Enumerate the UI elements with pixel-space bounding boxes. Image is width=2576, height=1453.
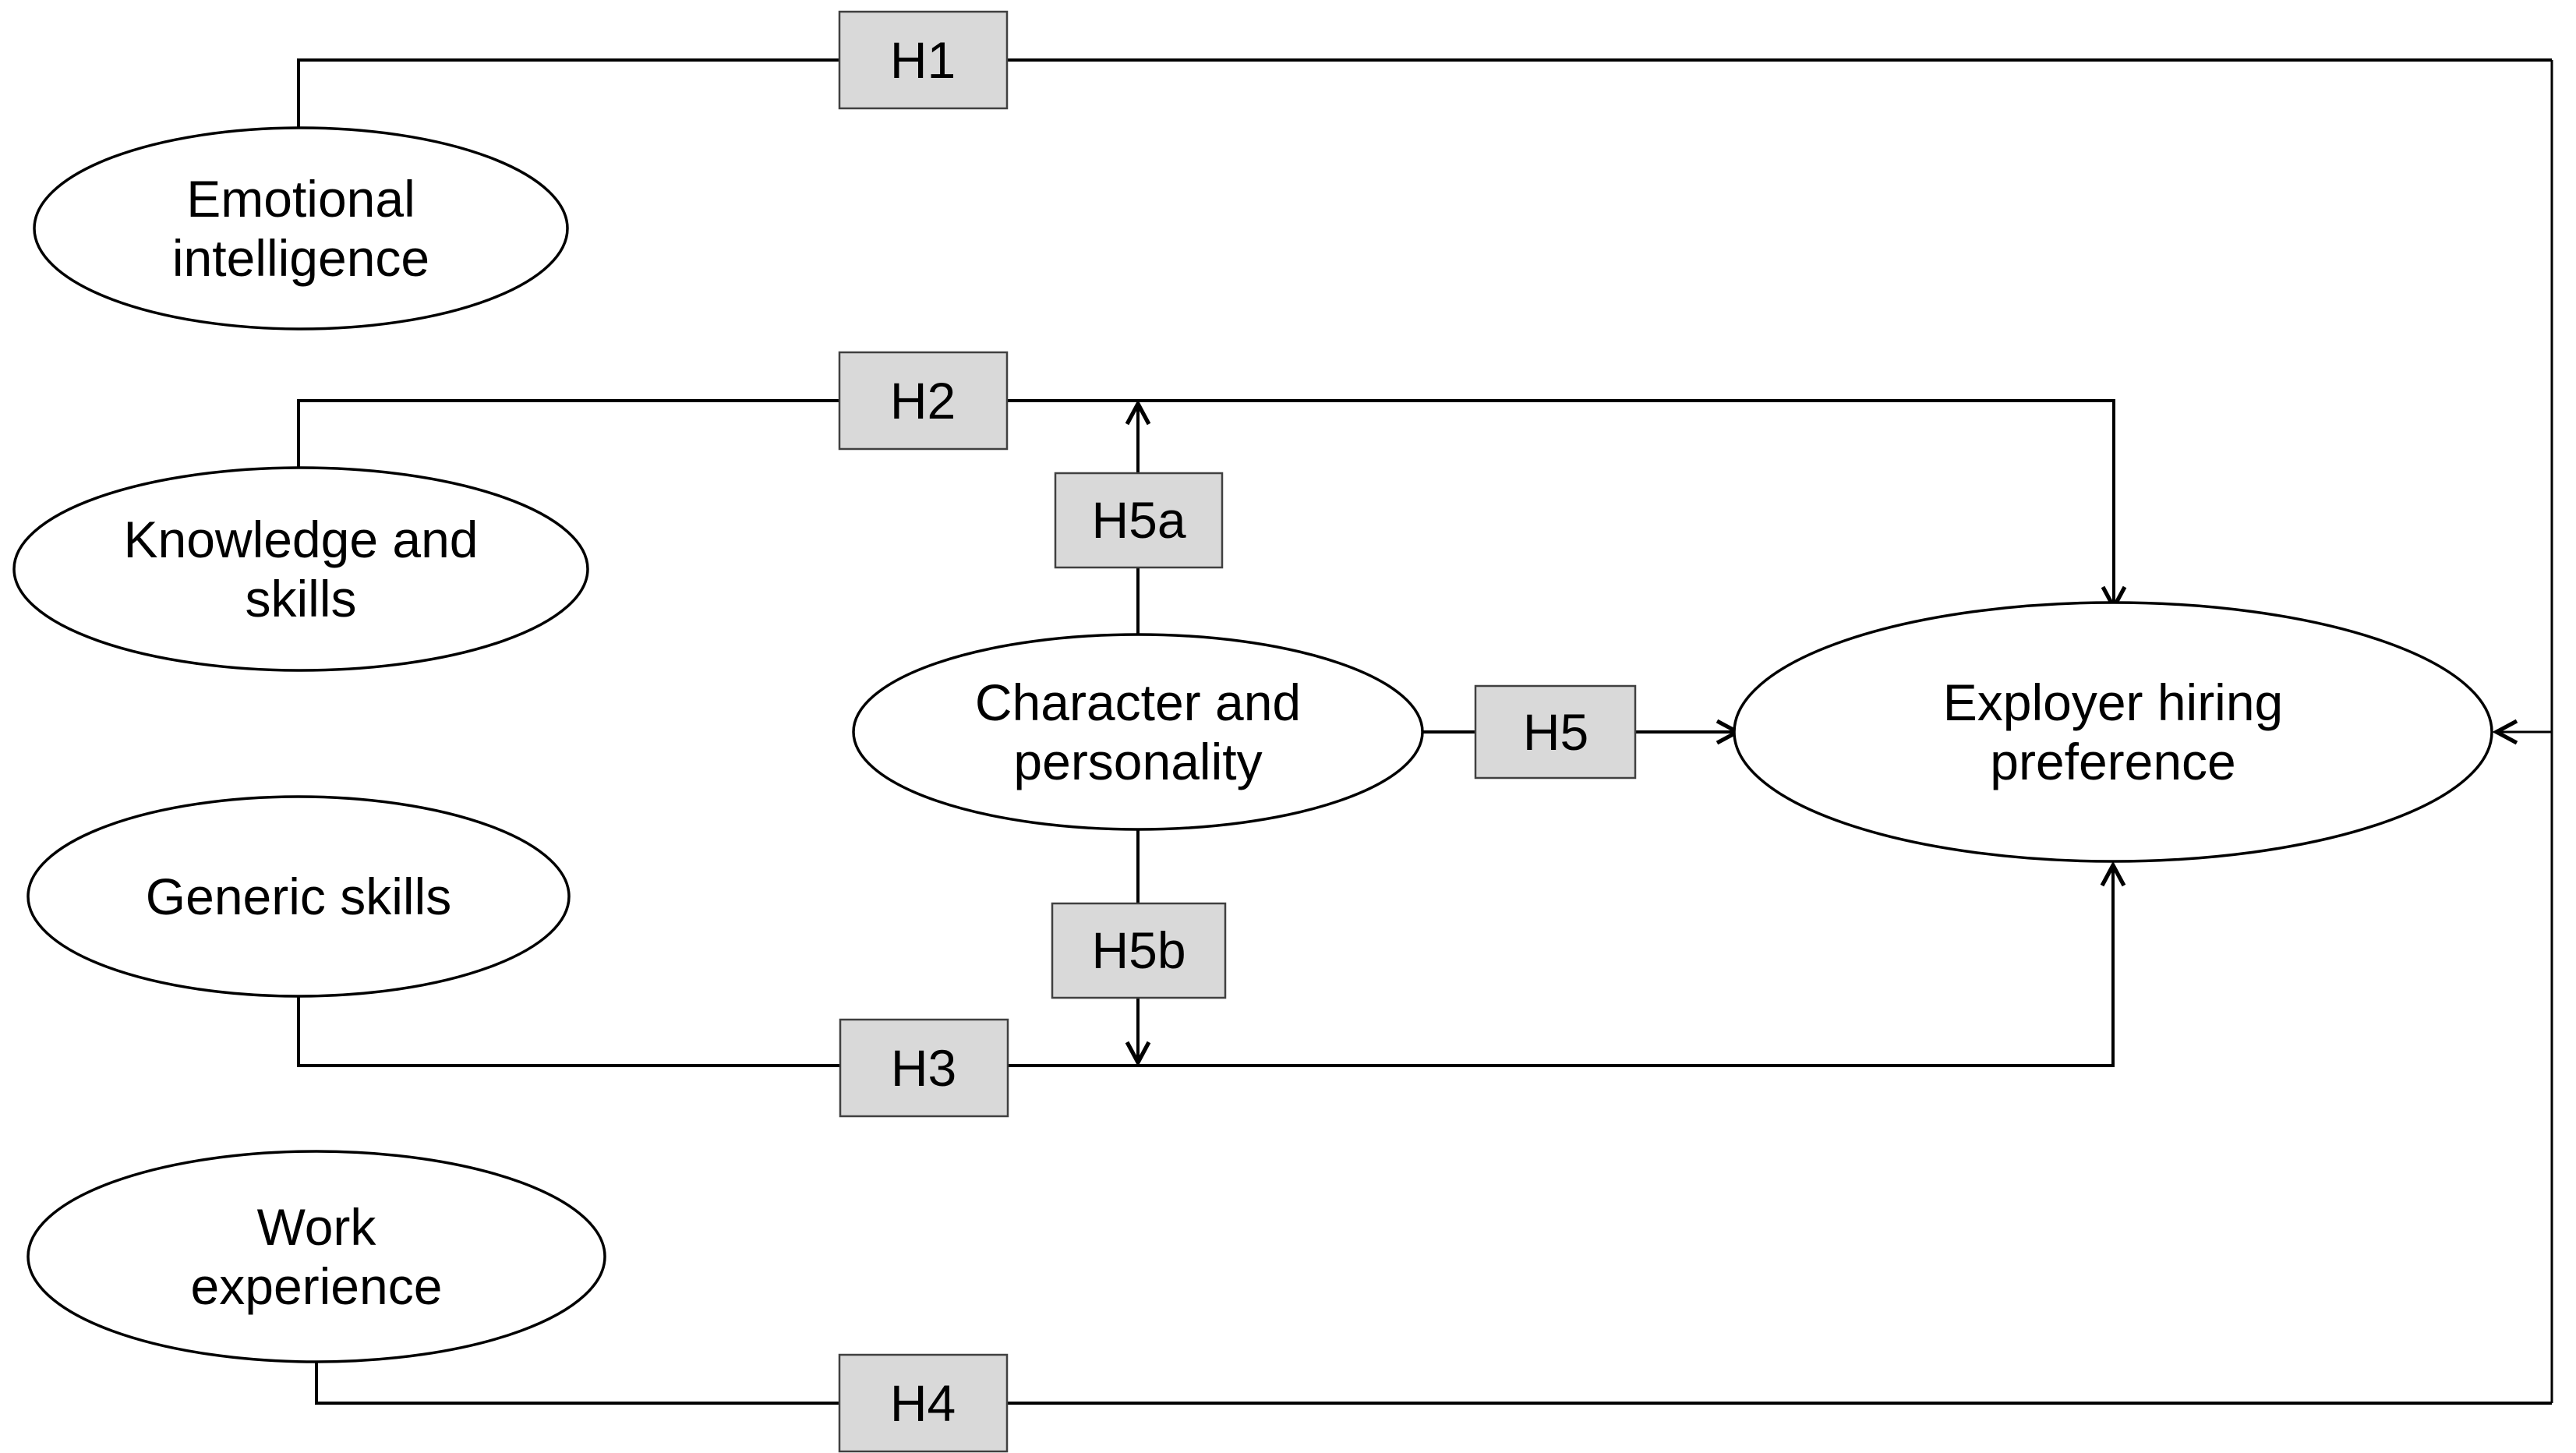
- connector-h1-path: [297, 58, 2552, 129]
- work-experience-label-line1: Work: [257, 1198, 377, 1256]
- h2-label: H2: [890, 372, 956, 430]
- h3-label-box: [839, 1018, 1009, 1118]
- knowledge-and-skills-label-line2: skills: [246, 570, 357, 628]
- h3-label: H3: [891, 1039, 956, 1097]
- employer-hiring-preference-label-line2: preference: [1990, 733, 2236, 790]
- character-and-personality-label-line1: Character and: [975, 673, 1301, 731]
- h4-label: H4: [890, 1374, 956, 1432]
- emotional-intelligence-label-line2: intelligence: [172, 229, 429, 287]
- h5-label-box: [1474, 684, 1637, 780]
- h1-label-box: [838, 10, 1009, 110]
- knowledge-and-skills-label-line1: Knowledge and: [123, 511, 478, 568]
- ellipse-generic-skills: [27, 795, 571, 998]
- h5b-label: H5b: [1091, 921, 1186, 979]
- ellipse-work-experience: [27, 1150, 606, 1363]
- ellipse-knowledge-and-skills: [12, 466, 589, 672]
- h5b-label-box: [1051, 902, 1227, 999]
- ellipse-emotional-intelligence: [33, 126, 569, 331]
- generic-skills-label: Generic skills: [146, 868, 451, 925]
- employer-hiring-preference-label-line1: Exployer hiring: [1943, 673, 2284, 731]
- connector-h3-path: [297, 861, 2126, 1067]
- character-and-personality-label-line2: personality: [1013, 733, 1262, 790]
- ellipse-character-and-personality: [852, 633, 1424, 831]
- ellipse-employer-hiring-preference: [1733, 601, 2493, 863]
- h4-label-box: [838, 1353, 1009, 1453]
- h5a-label-box: [1054, 472, 1224, 569]
- h1-label: H1: [890, 31, 956, 89]
- connector-h4-path: [315, 1362, 2552, 1405]
- h2-label-box: [838, 351, 1009, 451]
- h5a-label: H5a: [1091, 491, 1186, 549]
- emotional-intelligence-label-line1: Emotional: [186, 170, 415, 228]
- h5-label: H5: [1523, 703, 1588, 761]
- connector-h2-path: [297, 399, 2127, 612]
- work-experience-label-line2: experience: [191, 1257, 443, 1315]
